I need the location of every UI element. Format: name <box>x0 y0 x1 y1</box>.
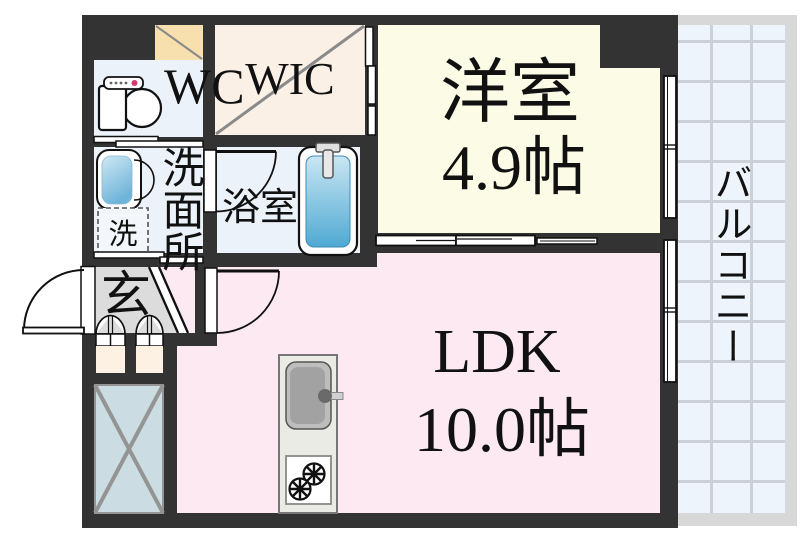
wall-under-bathroom <box>203 253 377 267</box>
window <box>663 239 677 383</box>
genkan-step-lines <box>147 266 190 334</box>
washroom-label: 洗面所 <box>156 146 202 272</box>
balcony-label: バルコニー <box>708 163 750 368</box>
sliding-door-wc <box>93 135 204 148</box>
bathtub-icon <box>297 142 359 257</box>
room-western <box>378 25 660 233</box>
window <box>663 75 677 219</box>
burner-icon <box>302 462 326 486</box>
sliding-door-western-ldk <box>375 234 598 247</box>
ldk-door-swing <box>204 267 280 334</box>
balcony-grid <box>678 25 785 513</box>
wic-label: WIC <box>245 52 335 104</box>
ldk-size: 10.0帖 <box>414 394 590 465</box>
kitchen-sink-icon <box>285 361 344 430</box>
burner-icon <box>288 477 312 501</box>
western-room-label: 洋室 <box>440 54 580 132</box>
stove-icon <box>285 455 332 505</box>
washer-label: 洗 <box>108 219 138 251</box>
wc-label: WC <box>164 58 245 114</box>
bathroom-door-swing <box>203 149 277 213</box>
shoe-cabinet-left <box>96 346 125 373</box>
pipe-shaft-diagonal <box>155 25 203 60</box>
washing-machine-space <box>97 207 149 255</box>
sliding-door-washroom <box>93 251 204 264</box>
western-room-size: 4.9帖 <box>442 132 586 203</box>
ldk-label: LDK <box>433 317 561 386</box>
bathroom-label: 浴室 <box>221 186 298 229</box>
toilet-icon <box>97 76 163 132</box>
shoe-cabinet-doors <box>95 314 164 335</box>
wic-door <box>364 26 377 136</box>
crossed-void-box <box>93 384 165 514</box>
sink-icon <box>96 149 155 210</box>
entrance-door-swing <box>22 265 96 335</box>
wic-diagonal <box>215 24 365 136</box>
shoe-cabinet-right <box>136 346 163 373</box>
kitchen-counter <box>278 354 344 514</box>
balcony-area <box>678 15 797 526</box>
genkan-step <box>149 267 188 333</box>
entrance-label: 玄 <box>101 267 151 323</box>
